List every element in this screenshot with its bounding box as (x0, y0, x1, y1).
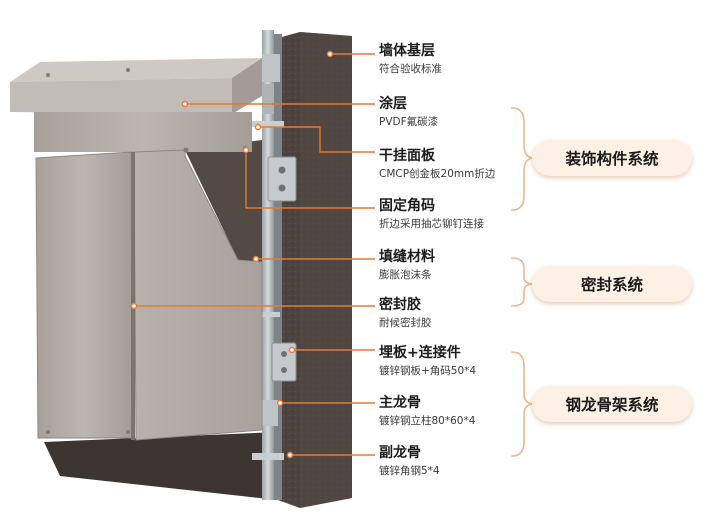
label-title: 主龙骨 (379, 395, 421, 411)
label-subtitle: 膨胀泡沫条 (379, 269, 432, 281)
label-subtitle: 镀锌钢立柱80*60*4 (379, 415, 476, 427)
label-subtitle: CMCP创金板20mm折边 (379, 168, 496, 180)
system-pill-sealing: 密封系统 (532, 266, 692, 302)
label-title: 涂层 (379, 96, 407, 112)
embedded-plate-connector (262, 54, 297, 426)
cutaway-shadow-plane (185, 140, 262, 430)
label-title: 埋板+连接件 (379, 345, 461, 361)
group-brackets (511, 107, 535, 457)
top-panel-box (10, 58, 262, 152)
bracket-decoration (511, 107, 535, 211)
label-title: 密封胶 (379, 297, 421, 313)
label-fixing-angle: 固定角码 折边采用抽芯铆钉连接 (379, 198, 484, 231)
label-subtitle: 镀锌钢板+角码50*4 (379, 365, 477, 377)
main-keel (262, 30, 282, 500)
label-secondary-keel: 副龙骨 镀锌角钢5*4 (379, 445, 440, 478)
sealant-seam (131, 152, 135, 440)
rivets (46, 68, 247, 434)
left-facade-panel (35, 151, 133, 439)
label-title: 固定角码 (379, 198, 435, 214)
label-filler: 填缝材料 膨胀泡沫条 (379, 249, 435, 282)
label-title: 填缝材料 (379, 249, 435, 265)
label-subtitle: 符合验收标准 (379, 63, 442, 75)
label-embedded-plate: 埋板+连接件 镀锌钢板+角码50*4 (379, 345, 476, 378)
label-title: 干挂面板 (379, 148, 435, 164)
bracket-steel-frame (511, 351, 535, 457)
system-pill-decoration: 装饰构件系统 (532, 140, 692, 176)
label-subtitle: 耐候密封胶 (379, 317, 432, 329)
label-main-keel: 主龙骨 镀锌钢立柱80*60*4 (379, 395, 475, 428)
system-pill-steel-frame: 钢龙骨架系统 (532, 386, 692, 422)
label-subtitle: 镀锌角钢5*4 (379, 465, 440, 477)
label-coating: 涂层 PVDF氟碳漆 (379, 96, 438, 129)
label-title: 墙体基层 (379, 43, 435, 59)
leader-lines (130, 50, 375, 459)
label-hanging-panel: 干挂面板 CMCP创金板20mm折边 (379, 148, 495, 181)
label-subtitle: PVDF氟碳漆 (379, 116, 439, 128)
label-subtitle: 折边采用抽芯铆钉连接 (379, 218, 484, 230)
wall-substrate (44, 32, 352, 508)
label-wall-substrate: 墙体基层 符合验收标准 (379, 43, 442, 76)
bracket-sealing (511, 257, 535, 307)
label-sealant: 密封胶 耐候密封胶 (379, 297, 432, 330)
secondary-keel (252, 121, 284, 460)
label-title: 副龙骨 (379, 445, 421, 461)
